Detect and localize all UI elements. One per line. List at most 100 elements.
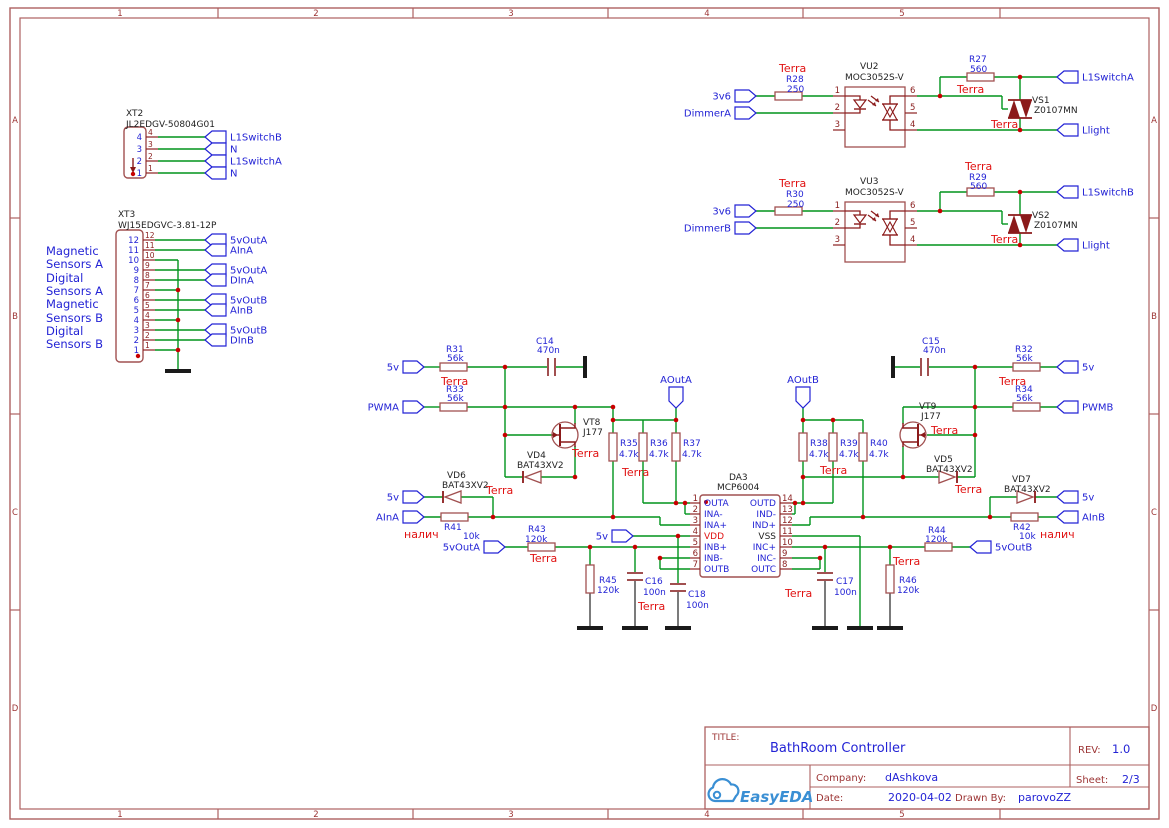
jfet-transistor[interactable]	[899, 421, 927, 449]
net-flag[interactable]: DInA	[204, 273, 254, 287]
capacitor[interactable]	[627, 572, 643, 581]
net-flag[interactable]: 5v	[1056, 360, 1094, 374]
component-label: R29	[969, 173, 987, 183]
component-label: 10k	[463, 532, 480, 542]
pin-number: 2	[835, 218, 840, 228]
component-label: 120k	[597, 586, 620, 596]
component-label: C16	[645, 577, 663, 587]
diode-triangle	[1016, 490, 1035, 504]
net-flag[interactable]: 5v	[387, 490, 425, 504]
resistor[interactable]	[885, 564, 895, 594]
triac[interactable]	[1008, 214, 1032, 234]
net-flag[interactable]: N	[204, 142, 237, 156]
frame-row-label: A	[1151, 116, 1157, 126]
resistor[interactable]	[858, 432, 868, 462]
resistor[interactable]	[966, 187, 995, 197]
resistor[interactable]	[439, 362, 468, 372]
component-label: R41	[444, 523, 462, 533]
net-flag[interactable]: 5v	[1056, 490, 1094, 504]
net-flag[interactable]: 5vOutA	[443, 540, 506, 554]
component-label: 56k	[1016, 394, 1033, 404]
diode[interactable]	[1016, 490, 1036, 504]
net-flag[interactable]: L1SwitchA	[204, 154, 282, 168]
net-flag-label: AInB	[230, 306, 253, 317]
resistor[interactable]	[440, 512, 469, 522]
net-flag[interactable]: Llight	[1056, 238, 1110, 252]
resistor[interactable]	[585, 564, 595, 594]
pin-number: 6	[693, 549, 698, 559]
pin-number: 5	[693, 538, 698, 548]
jfet-transistor[interactable]	[551, 421, 579, 449]
date-label: Date:	[816, 793, 843, 804]
net-flag[interactable]: AInB	[1056, 510, 1105, 524]
capacitor[interactable]	[817, 572, 833, 581]
component-label: VU2	[860, 62, 878, 72]
opto-arrow-head	[872, 217, 876, 221]
pin-number: 8	[145, 271, 150, 280]
resistor[interactable]	[1012, 362, 1041, 372]
resistor[interactable]	[774, 206, 803, 216]
junction-dot	[972, 364, 978, 370]
component-label: R28	[786, 75, 804, 85]
resistor[interactable]	[966, 72, 995, 82]
net-flag[interactable]: 3v6	[712, 89, 757, 103]
net-flag[interactable]: AInA	[204, 243, 253, 257]
resistor[interactable]	[798, 432, 808, 462]
net-flag[interactable]: AOutB	[787, 375, 819, 409]
pin-number: 2	[145, 331, 150, 340]
pin-number: 12	[145, 231, 155, 240]
net-label: Terra	[956, 83, 984, 96]
resistor[interactable]	[638, 432, 648, 462]
net-flag[interactable]: N	[204, 166, 237, 180]
net-flag[interactable]: AInB	[204, 303, 253, 317]
net-flag[interactable]: PWMB	[1056, 400, 1114, 414]
net-flag[interactable]: 5v	[387, 360, 425, 374]
net-flag[interactable]: DInB	[204, 333, 254, 347]
net-flag[interactable]: L1SwitchB	[204, 130, 282, 144]
net-flag-label: 5vOutB	[230, 296, 267, 307]
net-flag-label: AInB	[1082, 513, 1105, 524]
net-flag[interactable]: L1SwitchB	[1056, 185, 1134, 199]
net-flag[interactable]: 3v6	[712, 204, 757, 218]
net-flag[interactable]: 5v	[596, 529, 634, 543]
diode[interactable]	[938, 470, 958, 484]
net-flag[interactable]: AOutA	[660, 375, 692, 409]
resistor[interactable]	[774, 91, 803, 101]
resistor[interactable]	[608, 432, 618, 462]
capacitor[interactable]	[670, 583, 686, 592]
net-flag[interactable]: PWMA	[368, 400, 425, 414]
net-flag[interactable]: DimmerA	[684, 106, 757, 120]
capacitor[interactable]	[920, 358, 929, 376]
resistor[interactable]	[1010, 512, 1039, 522]
diode[interactable]	[442, 490, 462, 504]
pin-number: 4	[145, 311, 150, 320]
triac[interactable]	[1008, 99, 1032, 119]
component-label: Sensors B	[46, 337, 103, 351]
pin-number: 1	[137, 169, 142, 179]
resistor[interactable]	[1012, 402, 1041, 412]
resistor[interactable]	[924, 542, 953, 552]
resistor[interactable]	[671, 432, 681, 462]
net-label: налич	[404, 528, 439, 541]
net-flag[interactable]: AInA	[376, 510, 425, 524]
diode[interactable]	[522, 470, 542, 484]
net-flag[interactable]: L1SwitchA	[1056, 70, 1134, 84]
component-label: Sensors A	[46, 257, 103, 271]
net-flag[interactable]: 5vOutB	[969, 540, 1032, 554]
junction-dot	[800, 417, 806, 423]
resistor[interactable]	[828, 432, 838, 462]
net-flag[interactable]: DimmerB	[684, 221, 757, 235]
net-flag[interactable]: Llight	[1056, 123, 1110, 137]
diode-triangle	[443, 490, 462, 504]
resistor[interactable]	[527, 542, 556, 552]
easyeda-logo: EasyEDA	[707, 778, 813, 806]
capacitor[interactable]	[547, 358, 556, 376]
resistor[interactable]	[439, 402, 468, 412]
